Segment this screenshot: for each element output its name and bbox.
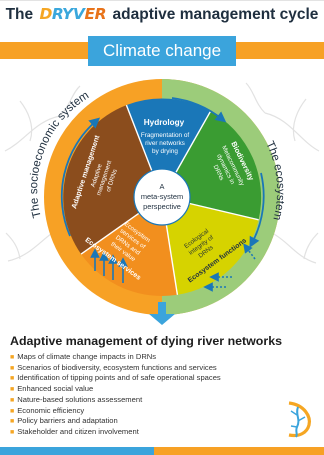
outcome-text: Economic efficiency [17, 405, 85, 415]
wordmark-d: D [39, 5, 52, 23]
bullet-icon: ■ [10, 386, 15, 394]
outcome-item: ■Scenarios of biodiversity, ecosystem fu… [10, 363, 280, 374]
outcome-text: Enhanced social value [17, 384, 94, 394]
hub-text-3: perspective [143, 202, 181, 211]
outcome-arrow-head [149, 314, 175, 325]
hub-text-2: meta-system [141, 192, 183, 201]
outcomes-list: ■Maps of climate change impacts in DRNs … [10, 352, 280, 438]
bullet-icon: ■ [10, 364, 15, 372]
bullet-icon: ■ [10, 354, 15, 361]
bullet-icon: ■ [10, 418, 15, 426]
bullet-icon: ■ [10, 375, 15, 383]
outcome-text: Stakeholder and citizen involvement [17, 426, 139, 436]
footer-stripe-blue [0, 447, 154, 455]
outcome-text: Maps of climate change impacts in DRNs [17, 352, 157, 361]
outcome-item: ■Stakeholder and citizen involvement [10, 427, 280, 438]
cycle-arrow-left [60, 117, 101, 237]
bullet-icon: ■ [10, 396, 15, 404]
ecosystem-ring [162, 79, 280, 315]
hydrology-body-1: Fragmentation of [141, 132, 190, 139]
outcome-text: Identification of tipping points and of … [17, 373, 221, 383]
meta-system-hub [133, 168, 191, 226]
wordmark-ryv: RYV [51, 5, 85, 23]
feedback-arrows [90, 243, 256, 292]
ecosystem-functions-segment [162, 197, 259, 295]
footer-stripe [0, 447, 324, 455]
wordmark-er: ER [84, 5, 107, 23]
outcome-item: ■Economic efficiency [10, 406, 280, 417]
outcome-item: ■Enhanced social value [10, 384, 280, 395]
hydrology-body-3: by drying [152, 148, 178, 155]
outcome-item: ■Policy barriers and adaptation [10, 416, 280, 427]
hydrology-segment [126, 98, 211, 197]
climate-change-banner: Climate change [88, 36, 236, 66]
outcome-arrow-stem [158, 302, 166, 316]
page-title: The DRYVER adaptive management cycle [0, 5, 324, 24]
outcome-text: Policy barriers and adaptation [17, 416, 118, 426]
outcome-text: Nature-based solutions assessement [17, 394, 143, 404]
title-prefix: The [5, 6, 34, 23]
cycle-arrow-top [171, 97, 227, 123]
cycle-arrow-right [249, 172, 265, 248]
dryver-logo-icon [288, 401, 311, 438]
hub-text-1: A [160, 182, 165, 191]
adaptive-management-segment [63, 105, 163, 255]
outcomes-heading: Adaptive management of dying river netwo… [10, 334, 282, 348]
hydrology-title: Hydrology [144, 118, 185, 127]
bullet-icon: ■ [10, 407, 15, 415]
outcome-item: ■Identification of tipping points and of… [10, 373, 280, 384]
footer-stripe-orange [154, 447, 324, 455]
dryver-wordmark: DRYVER [37, 5, 108, 23]
outcome-text: Scenarios of biodiversity, ecosystem fun… [17, 362, 217, 372]
outcome-item: ■Maps of climate change impacts in DRNs [10, 352, 280, 363]
bullet-icon: ■ [10, 428, 15, 436]
cycle-diagram: The socioeconomic system The ecosystem [4, 79, 320, 325]
hydrology-body-2: river networks [145, 140, 185, 147]
title-suffix: adaptive management cycle [112, 6, 319, 23]
outcome-item: ■Nature-based solutions assessement [10, 395, 280, 406]
